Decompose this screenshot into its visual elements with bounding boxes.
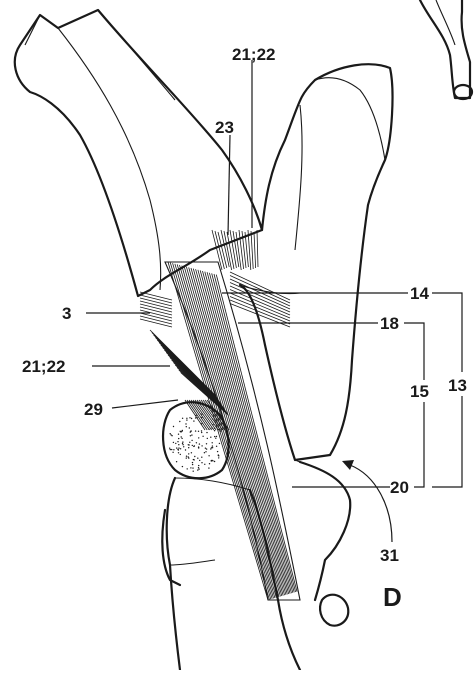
label-29: 29 bbox=[84, 400, 103, 419]
plate-bone bbox=[240, 64, 392, 460]
label-15: 15 bbox=[410, 382, 429, 401]
leader-lines bbox=[86, 60, 462, 542]
label-21-22-left: 21;22 bbox=[22, 357, 65, 376]
label-20: 20 bbox=[390, 478, 409, 497]
label-14: 14 bbox=[410, 284, 429, 303]
tendon-band bbox=[165, 262, 300, 600]
corner-bone-fragment bbox=[420, 0, 472, 99]
label-3: 3 bbox=[62, 304, 71, 323]
label-18: 18 bbox=[380, 314, 399, 333]
label-13: 13 bbox=[448, 376, 467, 395]
label-23: 23 bbox=[215, 118, 234, 137]
forearm-bone bbox=[15, 10, 262, 296]
annotation-labels: 21;22 23 3 21;22 29 14 18 15 13 20 31 D bbox=[22, 45, 467, 612]
label-21-22-top: 21;22 bbox=[232, 45, 275, 64]
label-31: 31 bbox=[380, 546, 399, 565]
stipple-shading bbox=[169, 413, 221, 472]
panel-letter: D bbox=[383, 582, 402, 612]
